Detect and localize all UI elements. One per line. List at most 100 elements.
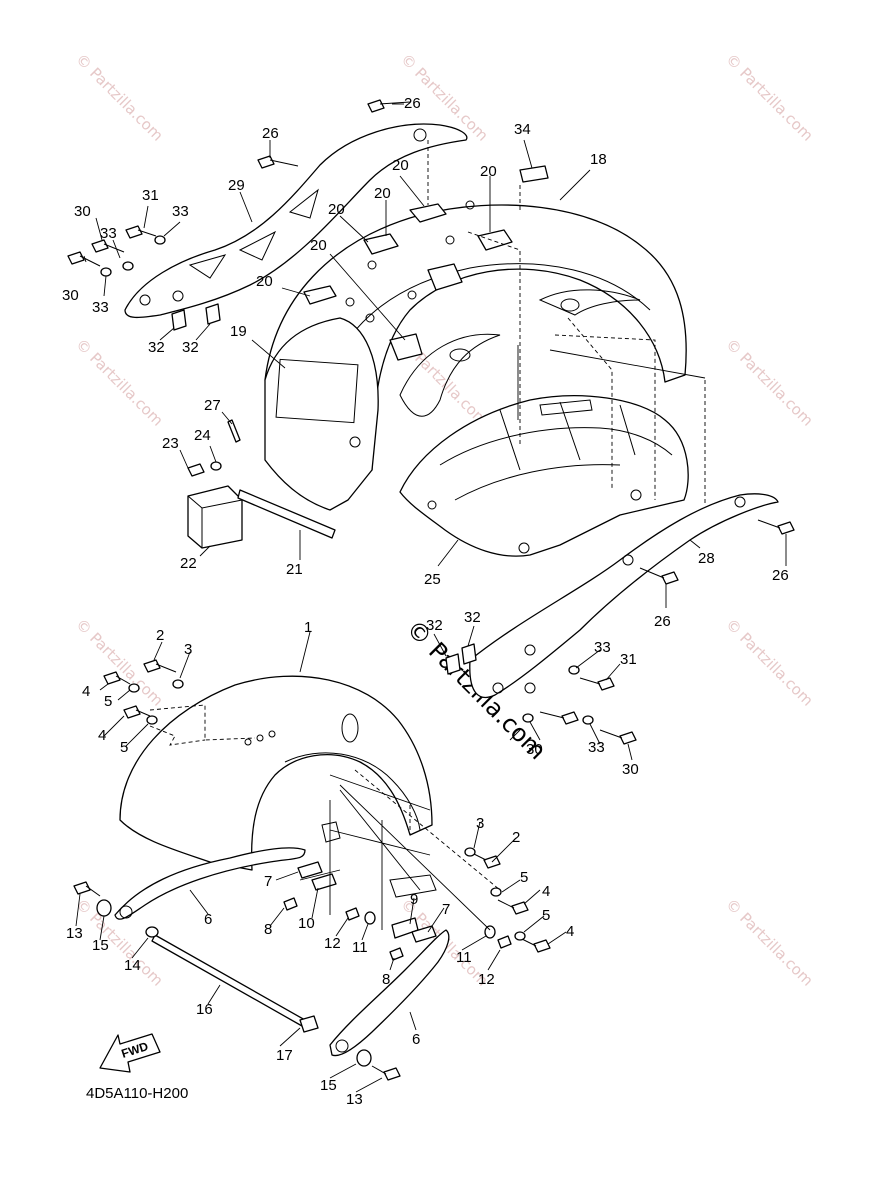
inner-fender-liner — [399, 395, 689, 557]
front-fender-inner-edge — [284, 752, 421, 831]
callout-18: 18 — [590, 151, 607, 168]
rubber-pad-20 — [427, 263, 463, 291]
washer-24 — [210, 461, 222, 471]
collar-11 — [484, 925, 496, 939]
callout-32: 32 — [148, 339, 165, 356]
rear-fender-hole — [449, 348, 471, 362]
collar-15 — [96, 899, 112, 917]
reference-line — [517, 345, 706, 420]
fender-hole — [256, 734, 264, 742]
inner-fender-rib — [454, 464, 621, 501]
callout-3: 3 — [476, 815, 484, 832]
callout-7: 7 — [442, 901, 450, 918]
callout-22: 22 — [180, 555, 197, 572]
fender-hole — [268, 730, 276, 738]
callout-3: 3 — [184, 641, 192, 658]
callout-5: 5 — [542, 907, 550, 924]
callout-11: 11 — [352, 939, 368, 956]
clip-27 — [227, 419, 241, 443]
inner-fender-rib — [499, 401, 636, 471]
callout-12: 12 — [478, 971, 495, 988]
license-plate-area — [275, 358, 359, 424]
bracket-7 — [411, 925, 437, 943]
callout-4: 4 — [98, 727, 106, 744]
stay-bolt-hole — [413, 128, 427, 142]
bolt-23 — [187, 463, 205, 477]
inner-fender-rib — [439, 427, 673, 466]
callout-30: 30 — [62, 287, 79, 304]
rear-fender-hole — [407, 290, 417, 300]
liner-hole — [630, 489, 642, 501]
collar-32 — [461, 643, 477, 665]
bolt-12 — [345, 907, 360, 921]
collar-17 — [299, 1015, 319, 1033]
collar-11 — [364, 911, 376, 925]
callout-16: 16 — [196, 1001, 213, 1018]
axle-rod-16 — [151, 934, 306, 1027]
callout-24: 24 — [194, 427, 211, 444]
callout-33: 33 — [92, 299, 109, 316]
callout-4: 4 — [566, 923, 574, 940]
rear-fender-tail-panel — [264, 317, 379, 511]
callout-26: 26 — [404, 95, 421, 112]
fender-hole — [341, 713, 359, 743]
stay-bolt-hole — [524, 682, 536, 694]
callout-20: 20 — [328, 201, 345, 218]
diagram-code: 4D5A110-H200 — [86, 1085, 188, 1102]
callout-32: 32 — [464, 609, 481, 626]
callout-6: 6 — [412, 1031, 420, 1048]
front-bolts — [103, 659, 551, 953]
bolt-13 — [73, 881, 91, 895]
callout-20: 20 — [480, 163, 497, 180]
stay-bolt-hole — [524, 644, 536, 656]
callout-31: 31 — [142, 187, 159, 204]
collar-32 — [445, 653, 461, 675]
stay-bolt-hole — [139, 294, 151, 306]
callout-29: 29 — [228, 177, 245, 194]
liner-hole — [518, 542, 530, 554]
callout-13: 13 — [346, 1091, 363, 1108]
callout-20: 20 — [374, 185, 391, 202]
rubber-pad-20 — [409, 203, 447, 223]
callout-20: 20 — [310, 237, 327, 254]
callout-32: 32 — [182, 339, 199, 356]
callout-30: 30 — [622, 761, 639, 778]
watermark: © Partzilla.com — [722, 335, 817, 430]
bolt-13-shank — [85, 885, 101, 897]
rear-fender-graphic — [538, 289, 641, 316]
callout-15: 15 — [320, 1077, 337, 1094]
bracket-7 — [297, 861, 323, 879]
reflector-box-edge — [187, 495, 243, 548]
callout-21: 21 — [286, 561, 303, 578]
reference-line — [299, 774, 491, 931]
collar-15 — [356, 1049, 372, 1067]
watermark: © Partzilla.com — [72, 50, 167, 145]
watermark: © Partzilla.com — [722, 50, 817, 145]
rear-fender-hole — [365, 313, 375, 323]
callout-23: 23 — [162, 435, 179, 452]
callout-33: 33 — [100, 225, 117, 242]
rear-fender-hole — [345, 297, 355, 307]
callout-25: 25 — [424, 571, 441, 588]
callout-4: 4 — [82, 683, 90, 700]
rear-fender-graphic — [399, 333, 501, 417]
collar-14 — [145, 926, 159, 938]
callout-7: 7 — [264, 873, 272, 890]
callout-15: 15 — [92, 937, 109, 954]
callout-27: 27 — [204, 397, 221, 414]
watermark: © Partzilla.com — [722, 615, 817, 710]
rubber-pad-20 — [389, 333, 423, 361]
rubber-pad-20 — [477, 229, 513, 251]
bolt-13-shank — [371, 1065, 387, 1075]
callout-31: 31 — [620, 651, 637, 668]
callout-1: 1 — [304, 619, 312, 636]
liner-hole — [427, 500, 437, 510]
callout-13: 13 — [66, 925, 83, 942]
rear-fender-hole — [445, 235, 455, 245]
stay-bolt-hole — [734, 496, 746, 508]
stay-bolt-hole — [492, 682, 504, 694]
bolt-13 — [383, 1067, 401, 1081]
callout-26: 26 — [772, 567, 789, 584]
rear-fender-hole — [465, 200, 475, 210]
watermark: © Partzilla.com — [722, 895, 817, 990]
